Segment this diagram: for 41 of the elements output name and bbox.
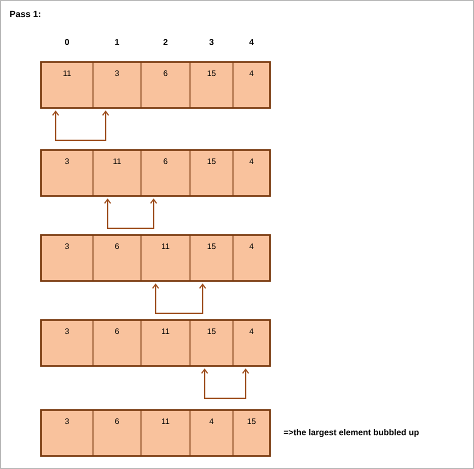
swap-arrow [52,110,110,141]
array-cell: 15 [190,320,234,366]
array-cell: 6 [92,234,142,282]
array-cell: 3 [40,150,94,196]
note: =>the largest element bubbled up [284,429,419,437]
swap-arrow [152,283,206,314]
array-cell: 4 [232,150,270,196]
index-label: 2 [163,39,168,45]
array-cell: 4 [190,410,234,456]
array-cell: 4 [232,320,270,366]
array-box [40,319,271,367]
array-cell: 3 [40,234,94,282]
index-label: 4 [249,39,254,45]
index-label: 1 [115,39,120,45]
array-cell: 11 [140,410,190,456]
array-cell: 4 [232,62,270,108]
array-cell: 3 [40,410,94,456]
array-cell: 3 [40,320,94,366]
array-cell: 11 [40,62,94,108]
array-box [40,234,271,282]
array-box [40,149,271,197]
array-cell: 6 [92,320,142,366]
swap-arrow [104,198,158,229]
array-cell: 11 [92,150,142,196]
array-cell: 15 [190,62,234,108]
array-cell: 3 [92,62,142,108]
array-cell: 6 [140,62,190,108]
array-cell: 15 [232,410,270,456]
swap-arrow [201,368,250,399]
array-box [40,409,271,457]
array-box [40,61,271,109]
index-label: 3 [209,39,214,45]
array-cell: 15 [190,150,234,196]
array-cell: 11 [140,234,190,282]
title: Pass 1: [10,10,40,18]
array-cell: 6 [140,150,190,196]
index-label: 0 [64,39,70,45]
array-cell: 6 [92,410,142,456]
array-cell: 15 [190,234,234,282]
array-cell: 4 [232,234,270,282]
array-cell: 11 [140,320,190,366]
